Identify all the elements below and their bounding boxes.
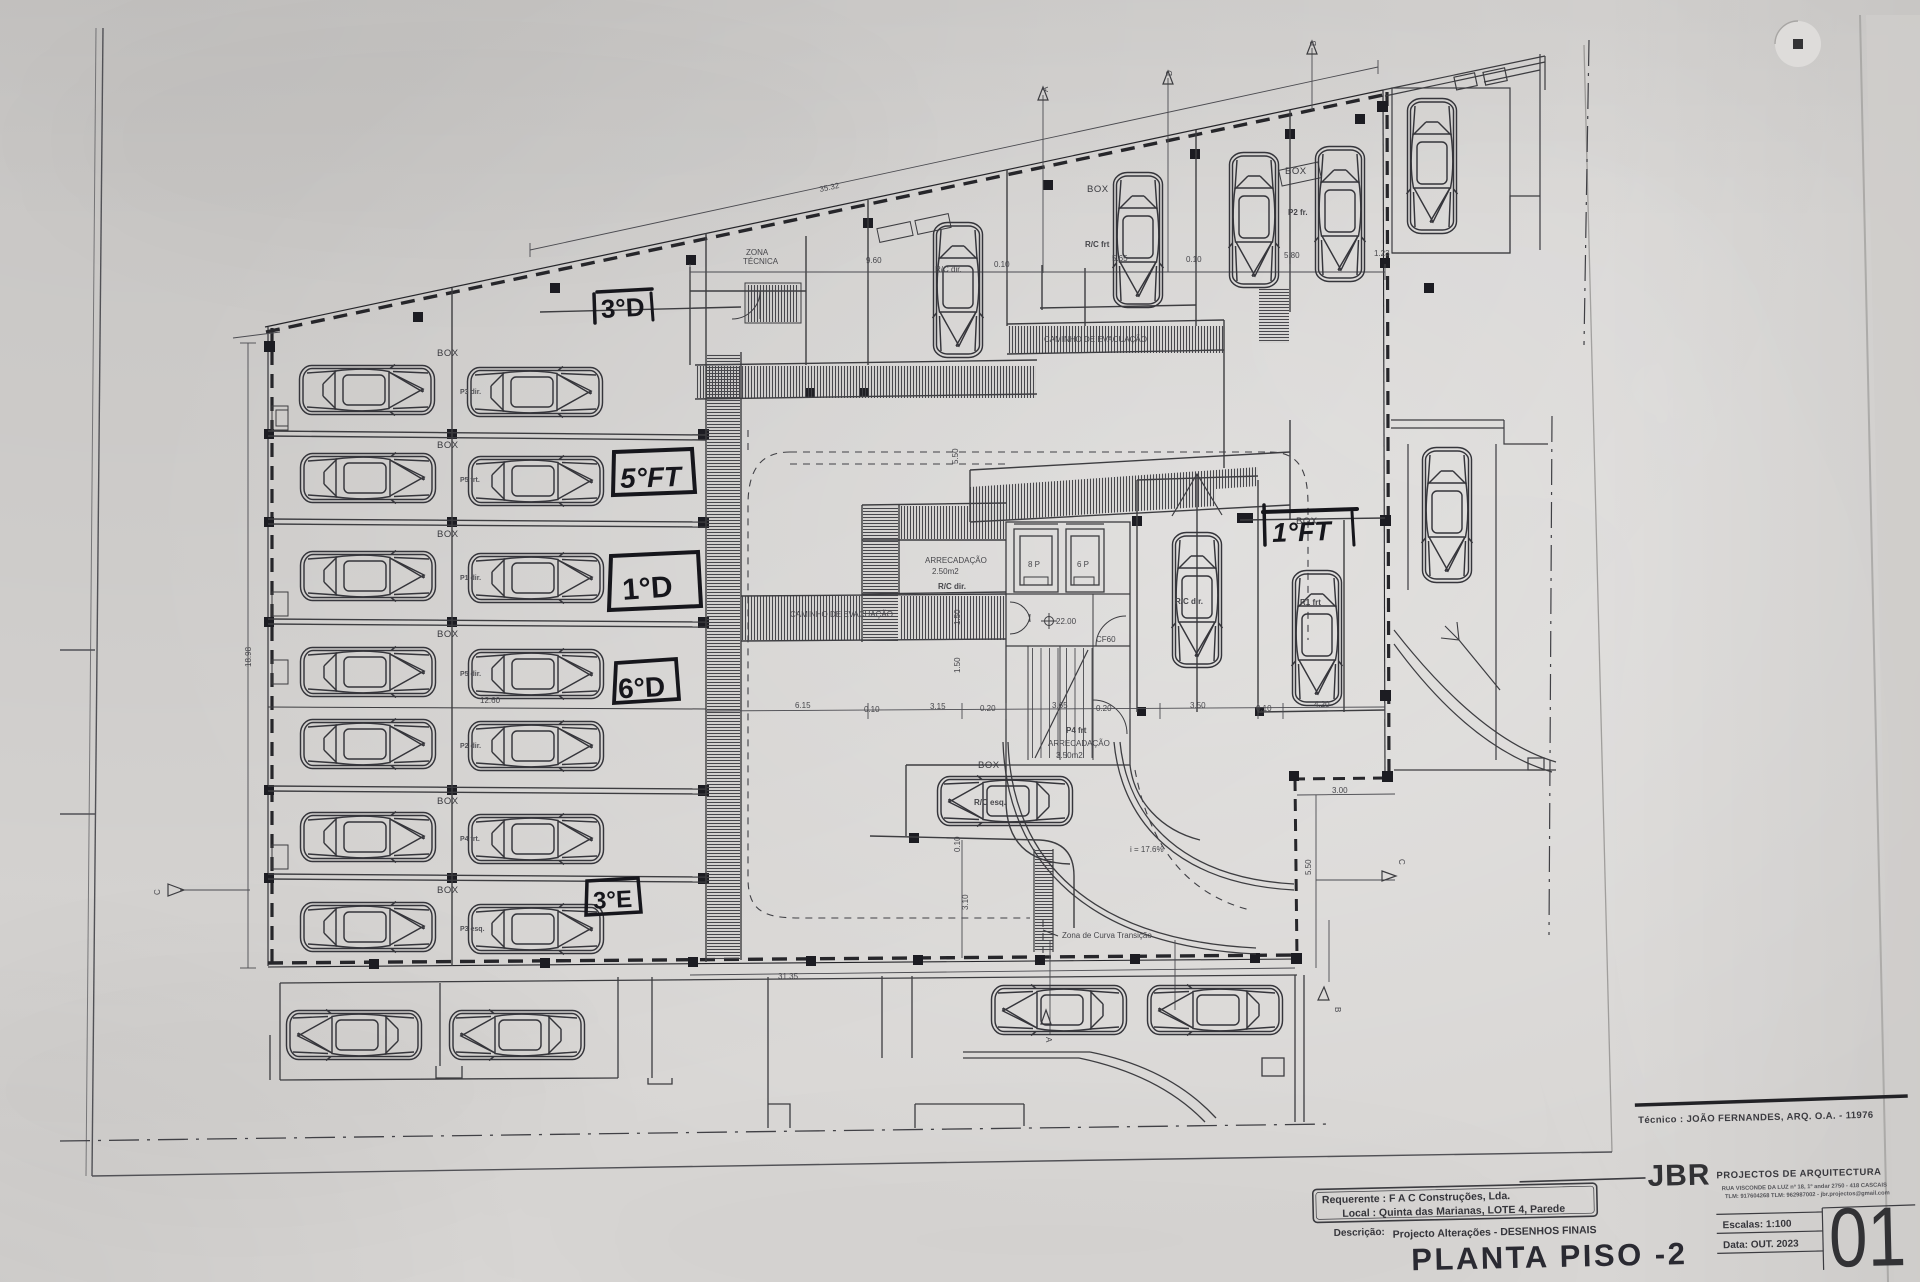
svg-text:BOX: BOX <box>1087 184 1109 195</box>
svg-text:CAMINHO DE EVACUAÇÃO: CAMINHO DE EVACUAÇÃO <box>1044 335 1147 344</box>
svg-text:TÉCNICA: TÉCNICA <box>743 257 779 266</box>
svg-text:CF60: CF60 <box>1096 635 1116 644</box>
svg-text:8 P: 8 P <box>1028 560 1040 569</box>
svg-text:R/C frt: R/C frt <box>1085 240 1110 249</box>
svg-text:C: C <box>1397 859 1406 865</box>
svg-text:BOX: BOX <box>437 885 459 896</box>
svg-text:Técnico : JOÃO FERNANDES, ARQ.: Técnico : JOÃO FERNANDES, ARQ. O.A. - 11… <box>1638 1110 1874 1126</box>
svg-text:R/C dir.: R/C dir. <box>935 265 962 274</box>
svg-text:Local : Quinta das Marianas, L: Local : Quinta das Marianas, LOTE 4, Par… <box>1342 1203 1565 1220</box>
svg-text:P4 frt: P4 frt <box>1066 726 1087 735</box>
svg-text:ARRECADAÇÃO: ARRECADAÇÃO <box>1048 739 1110 748</box>
svg-text:35.32: 35.32 <box>819 181 841 194</box>
svg-text:6°D: 6°D <box>617 671 666 704</box>
svg-text:P1 dir.: P1 dir. <box>460 575 481 582</box>
svg-text:BOX: BOX <box>437 529 459 540</box>
svg-text:5°FT: 5°FT <box>620 461 685 494</box>
svg-text:1.50: 1.50 <box>953 609 962 625</box>
svg-text:R/C dir.: R/C dir. <box>1175 597 1203 606</box>
svg-text:A: A <box>1041 86 1050 92</box>
svg-text:ARRECADAÇÃO: ARRECADAÇÃO <box>925 556 987 565</box>
svg-text:3.65: 3.65 <box>1052 701 1068 710</box>
svg-text:0.10: 0.10 <box>1186 255 1202 264</box>
svg-text:Projecto Alterações - DESENHOS: Projecto Alterações - DESENHOS FINAIS <box>1393 1224 1597 1241</box>
svg-text:R/C esq.: R/C esq. <box>974 798 1006 807</box>
svg-text:Data: OUT. 2023: Data: OUT. 2023 <box>1723 1238 1799 1251</box>
svg-text:01: 01 <box>1828 1189 1907 1282</box>
svg-text:PLANTA PISO -2: PLANTA PISO -2 <box>1411 1236 1688 1277</box>
svg-text:A: A <box>1044 1037 1053 1043</box>
svg-text:5.80: 5.80 <box>1284 251 1300 260</box>
svg-text:5.50: 5.50 <box>951 448 960 464</box>
svg-text:R1 frt: R1 frt <box>1300 598 1321 607</box>
svg-text:BOX: BOX <box>437 440 459 451</box>
svg-text:D: D <box>1165 70 1174 76</box>
svg-text:22.00: 22.00 <box>1056 617 1077 626</box>
svg-text:3.00: 3.00 <box>1332 786 1348 795</box>
svg-text:i = 17.6%: i = 17.6% <box>1130 845 1164 854</box>
svg-text:5.65: 5.65 <box>1112 254 1128 263</box>
svg-text:BOX: BOX <box>437 629 459 640</box>
svg-text:0.10: 0.10 <box>994 260 1010 269</box>
svg-text:P2 fr.: P2 fr. <box>1288 208 1308 217</box>
svg-text:0.20: 0.20 <box>980 704 996 713</box>
svg-text:9.60: 9.60 <box>866 256 882 265</box>
svg-text:31.35: 31.35 <box>778 972 799 981</box>
svg-text:3.10: 3.10 <box>961 894 970 910</box>
svg-text:P3 esq.: P3 esq. <box>460 926 485 933</box>
svg-text:Descrição:: Descrição: <box>1334 1227 1385 1239</box>
svg-text:4.20: 4.20 <box>1314 700 1330 709</box>
svg-text:6 P: 6 P <box>1077 560 1089 569</box>
svg-text:CAMINHO DE EVACUAÇÃO: CAMINHO DE EVACUAÇÃO <box>790 610 893 619</box>
svg-text:2.50m2: 2.50m2 <box>932 567 959 576</box>
svg-text:Escalas: 1:100: Escalas: 1:100 <box>1722 1219 1792 1232</box>
svg-text:TLM: 917604268 TLM: 962987002: TLM: 917604268 TLM: 962987002 - jbr.proj… <box>1725 1190 1890 1200</box>
svg-text:0.10: 0.10 <box>1256 704 1272 713</box>
svg-text:B: B <box>1309 41 1318 46</box>
svg-text:1.23: 1.23 <box>1374 249 1390 258</box>
svg-text:1°FT: 1°FT <box>1272 516 1334 548</box>
svg-text:ZONA: ZONA <box>746 248 769 257</box>
svg-text:5.50: 5.50 <box>1304 859 1313 875</box>
svg-text:PROJECTOS DE ARQUITECTURA: PROJECTOS DE ARQUITECTURA <box>1716 1167 1881 1182</box>
svg-text:0.10: 0.10 <box>864 705 880 714</box>
svg-text:P3 dir.: P3 dir. <box>460 389 481 396</box>
svg-text:BOX: BOX <box>437 348 459 359</box>
svg-text:12.60: 12.60 <box>480 696 501 705</box>
svg-text:P5 dir.: P5 dir. <box>460 671 481 678</box>
svg-text:P2 dir.: P2 dir. <box>460 743 481 750</box>
svg-text:Zona de Curva Transição: Zona de Curva Transição <box>1062 931 1152 940</box>
svg-text:0.10: 0.10 <box>953 836 962 852</box>
svg-text:BOX: BOX <box>978 760 1000 771</box>
svg-text:1.50: 1.50 <box>953 657 962 673</box>
svg-text:JBR: JBR <box>1647 1158 1711 1192</box>
svg-text:B: B <box>1333 1007 1342 1012</box>
svg-text:3°E: 3°E <box>592 886 632 915</box>
svg-text:BOX: BOX <box>437 796 459 807</box>
svg-text:1°D: 1°D <box>621 570 674 606</box>
svg-text:3.15: 3.15 <box>930 702 946 711</box>
svg-text:3°D: 3°D <box>600 292 645 324</box>
svg-text:BOX: BOX <box>1285 166 1307 177</box>
svg-text:3.50m2: 3.50m2 <box>1056 751 1083 760</box>
svg-text:C: C <box>153 889 162 895</box>
svg-text:18.98: 18.98 <box>244 646 253 667</box>
svg-text:P5 frt.: P5 frt. <box>460 477 480 484</box>
svg-text:Requerente : F A C Construçõe: Requerente : F A C Construções, Lda. <box>1322 1190 1511 1206</box>
svg-text:6.15: 6.15 <box>795 701 811 710</box>
svg-text:3.50: 3.50 <box>1190 701 1206 710</box>
svg-text:0.20: 0.20 <box>1096 704 1112 713</box>
svg-text:BOX: BOX <box>1296 516 1318 527</box>
svg-text:RUA VISCONDE DA LUZ nº 18, 1º: RUA VISCONDE DA LUZ nº 18, 1º andar 2750… <box>1722 1182 1887 1192</box>
svg-text:P4 frt.: P4 frt. <box>460 836 480 843</box>
svg-text:R/C dir.: R/C dir. <box>938 582 966 591</box>
